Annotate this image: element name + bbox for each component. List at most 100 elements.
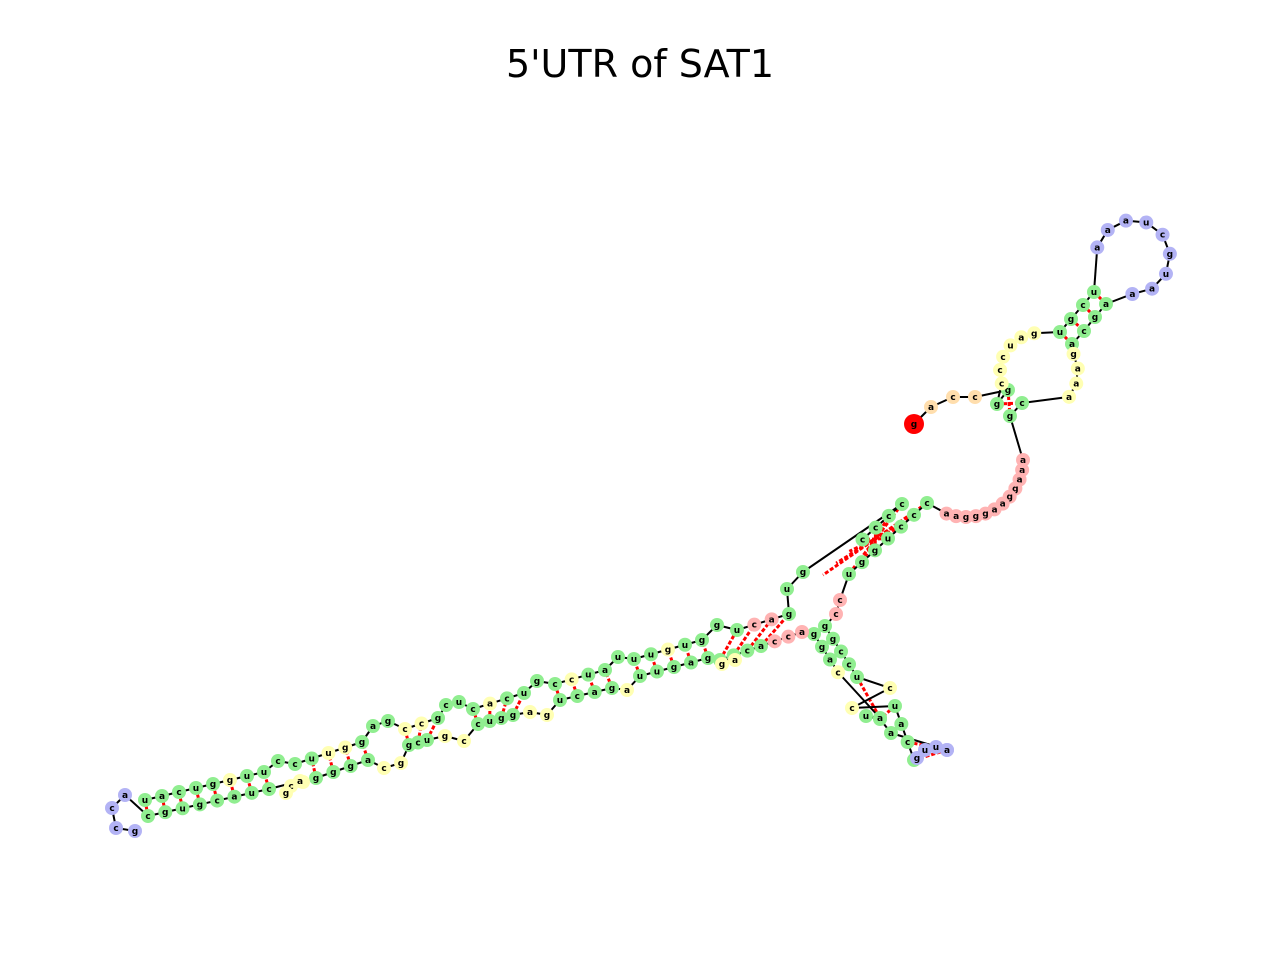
- nucleotide-marker: [587, 685, 602, 699]
- nucleotide-marker: [929, 740, 943, 754]
- nucleotide-label: g: [435, 714, 441, 724]
- nucleotide: a: [924, 400, 938, 414]
- nucleotide: g: [826, 631, 840, 646]
- nucleotide: g: [355, 735, 369, 749]
- nucleotide-label: g: [671, 663, 677, 673]
- nucleotide: g: [605, 681, 619, 695]
- nucleotide: a: [118, 788, 132, 802]
- nucleotide-label: g: [1012, 485, 1018, 495]
- nucleotide-label: c: [905, 738, 910, 748]
- nucleotide-label: c: [552, 680, 557, 690]
- nucleotide-marker: [414, 716, 429, 731]
- nucleotide-label: u: [682, 641, 688, 651]
- nucleotide-marker: [1069, 376, 1084, 391]
- backbone-link: [851, 705, 896, 709]
- nucleotide-label: g: [1005, 386, 1011, 396]
- nucleotide-marker: [1125, 286, 1140, 301]
- nucleotide: g: [1003, 409, 1017, 423]
- nucleotide-marker: [918, 742, 932, 757]
- nucleotide-label: g: [132, 827, 138, 837]
- nucleotide-label: c: [860, 536, 865, 546]
- nucleotide: c: [946, 390, 960, 404]
- nucleotide-marker: [1064, 312, 1078, 326]
- nucleotide-label: c: [113, 824, 118, 834]
- nucleotide-marker: [1053, 325, 1067, 339]
- nucleotide-marker: [1118, 213, 1133, 228]
- nucleotide-marker: [855, 532, 870, 547]
- nucleotide-marker: [457, 734, 471, 748]
- nucleotide-label: a: [888, 729, 894, 739]
- nucleotide: g: [381, 714, 395, 728]
- nucleotide: g: [506, 708, 520, 722]
- nucleotide: u: [881, 531, 895, 546]
- nucleotide: a: [1069, 376, 1084, 391]
- nucleotide: u: [611, 650, 625, 664]
- nucleotide-label: a: [1066, 393, 1072, 403]
- nucleotide: c: [993, 362, 1008, 377]
- nucleotide-label: g: [705, 654, 711, 664]
- nucleotide: g: [158, 805, 173, 820]
- nucleotide-marker: [633, 669, 647, 683]
- nucleotide-marker: [523, 705, 537, 719]
- nucleotide: g: [1027, 326, 1042, 341]
- nucleotide-marker: [754, 639, 768, 653]
- nucleotide-marker: [796, 565, 810, 579]
- nucleotide-label: a: [1020, 456, 1026, 466]
- nucleotide: c: [833, 593, 847, 607]
- nucleotide-marker: [907, 507, 921, 522]
- backbone-link: [837, 671, 881, 719]
- nucleotide: u: [678, 637, 692, 652]
- nucleotide-label: g: [544, 711, 550, 721]
- nucleotide-marker: [968, 390, 982, 404]
- nucleotide-label: u: [424, 736, 430, 746]
- nucleotide: g: [782, 607, 796, 621]
- nucleotide-label: a: [1123, 217, 1129, 227]
- nucleotide: c: [883, 681, 897, 695]
- nucleotide-marker: [1155, 227, 1170, 242]
- nucleotide-marker: [1087, 285, 1101, 299]
- nucleotide-label: c: [752, 621, 757, 631]
- nucleotide-label: g: [609, 684, 615, 694]
- nucleotide-label: c: [999, 379, 1004, 389]
- nucleotide-marker: [206, 777, 220, 791]
- nucleotide-label: g: [210, 780, 216, 790]
- nucleotide-label: c: [837, 596, 842, 606]
- nucleotide: a: [894, 717, 909, 731]
- nucleotide: a: [1118, 213, 1133, 228]
- nucleotide: c: [570, 689, 585, 703]
- nucleotide: u: [175, 801, 190, 816]
- nucleotide-label: u: [261, 768, 267, 778]
- nucleotide-label: g: [819, 643, 825, 653]
- nucleotide-marker: [175, 801, 190, 816]
- nucleotide-marker: [471, 717, 485, 731]
- nucleotide-marker: [920, 496, 934, 510]
- nucleotide-label: c: [786, 633, 791, 643]
- nucleotide-marker: [564, 672, 579, 687]
- nucleotide-marker: [842, 657, 856, 672]
- nucleotide-label: c: [266, 785, 271, 795]
- nucleotide-marker: [570, 689, 585, 703]
- nucleotide-label: u: [585, 671, 591, 681]
- nucleotide-marker: [304, 751, 319, 766]
- nucleotide: g: [815, 639, 829, 654]
- nucleotide: u: [929, 740, 943, 754]
- nucleotide: u: [517, 686, 531, 700]
- nucleotide-marker: [398, 722, 412, 736]
- nucleotide: c: [1155, 227, 1170, 242]
- nucleotide-label: u: [486, 717, 492, 727]
- figure-title: 5'UTR of SAT1: [505, 42, 775, 86]
- nucleotide-marker: [994, 376, 1009, 391]
- nucleotide: a: [728, 653, 742, 667]
- nucleotide: c: [968, 390, 982, 404]
- nucleotide-marker: [189, 781, 203, 795]
- nucleotide-marker: [782, 607, 796, 621]
- nucleotide-label: a: [1149, 285, 1155, 295]
- nucleotide: u: [1087, 285, 1101, 299]
- nucleotide: a: [293, 774, 307, 788]
- nucleotide-label: a: [944, 746, 950, 756]
- nucleotide-label: u: [734, 626, 740, 636]
- nucleotide-marker: [781, 629, 796, 644]
- nucleotide: a: [587, 685, 602, 699]
- nucleotide: g: [661, 642, 675, 657]
- nucleotide: c: [829, 607, 843, 621]
